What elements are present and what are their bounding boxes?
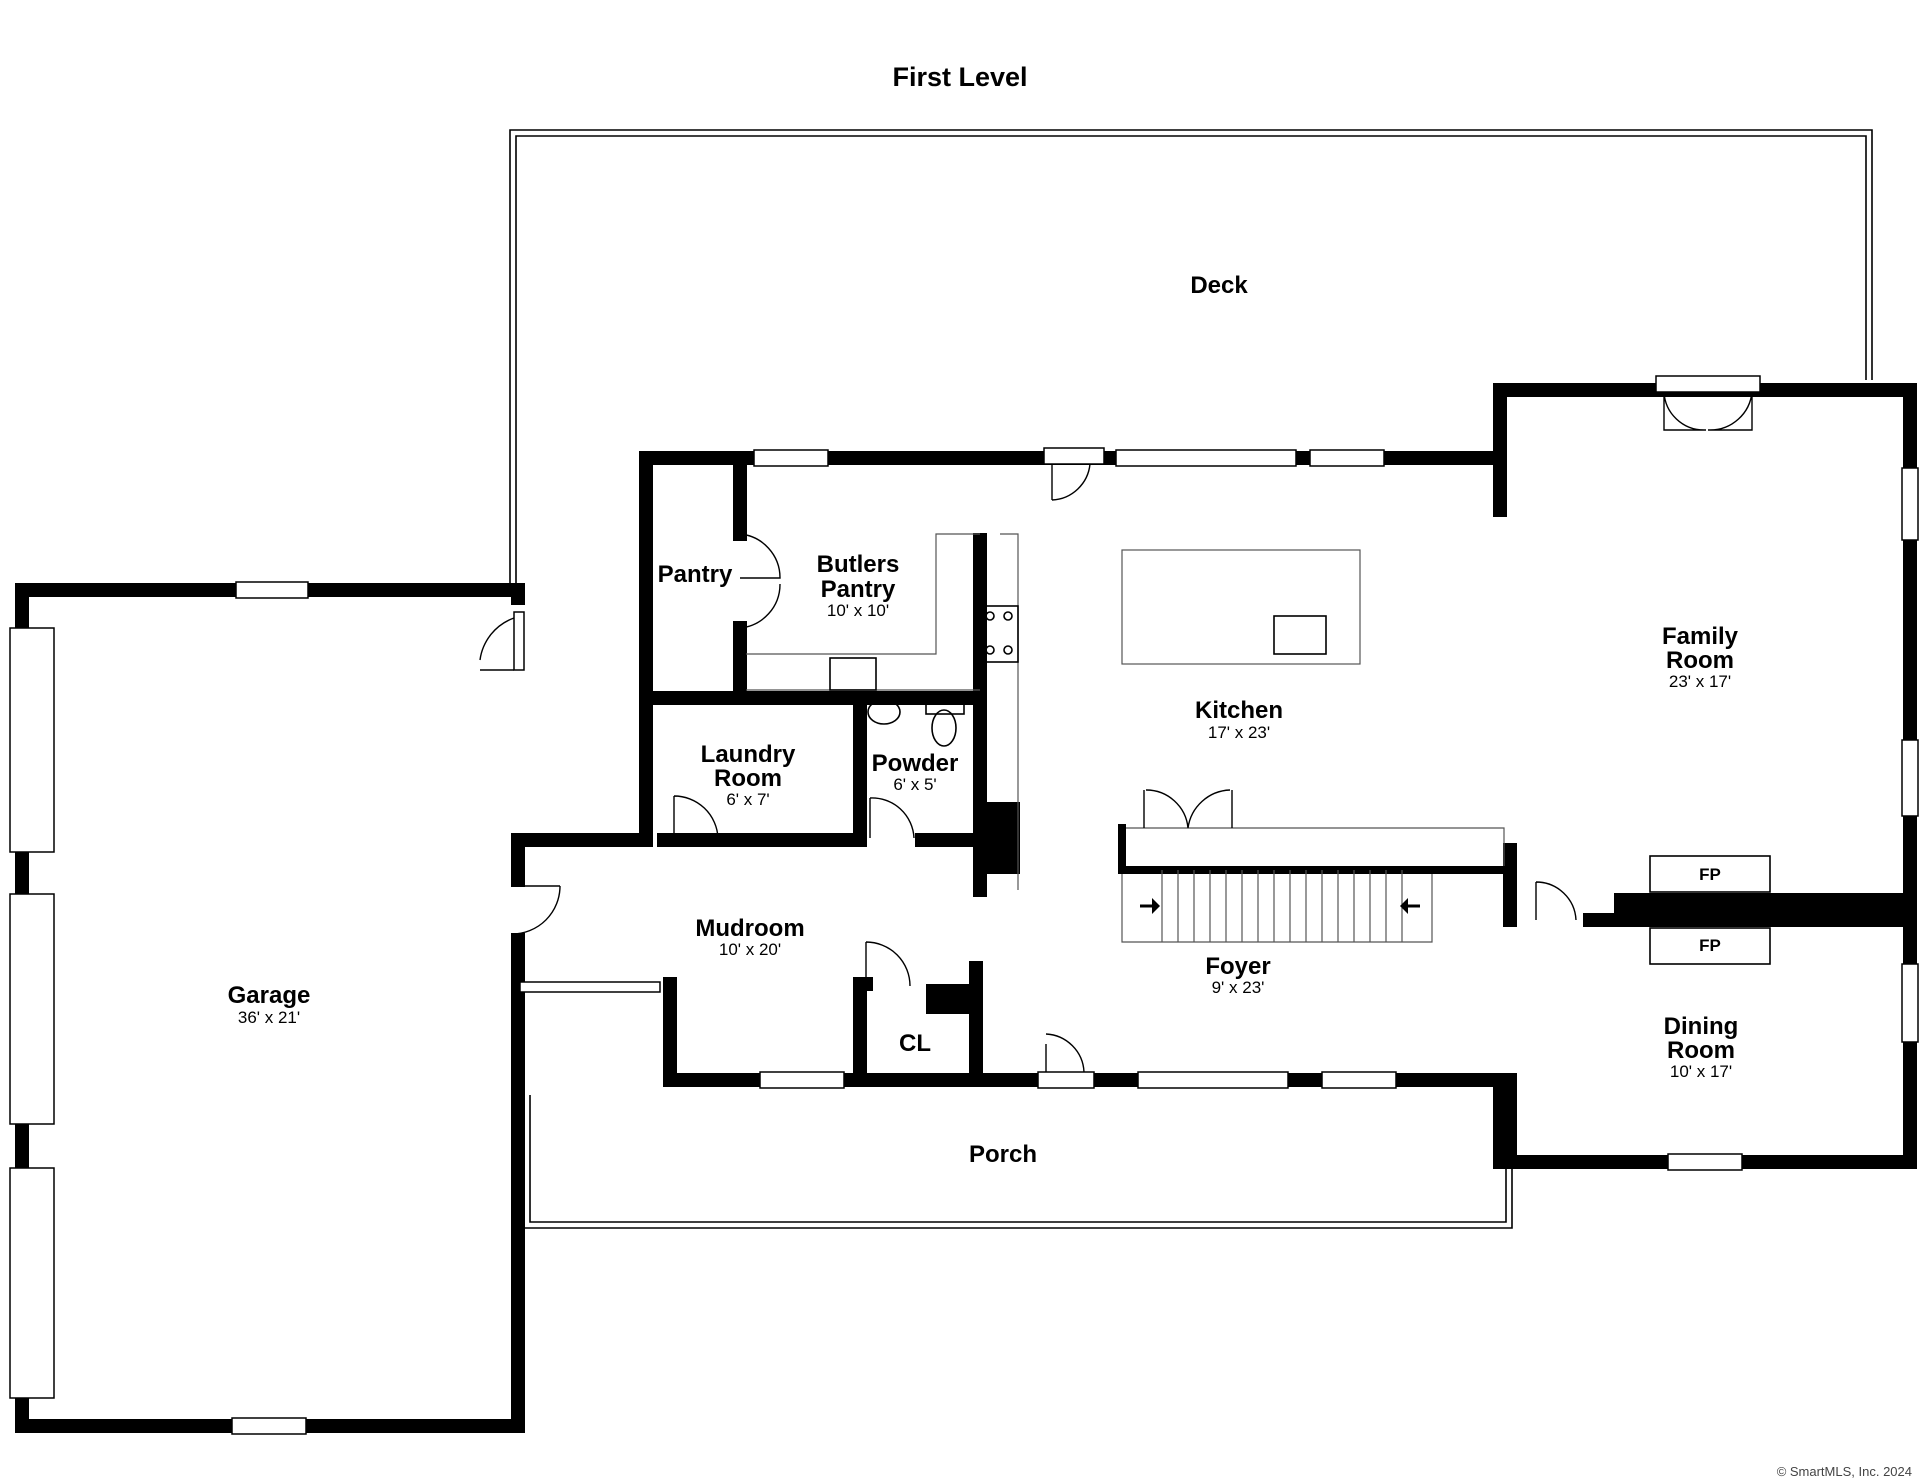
garage-door-3 [9, 1167, 55, 1399]
dining-window-side [1901, 963, 1919, 1043]
stair-arrowhead-right [1152, 898, 1160, 914]
garage-mudroom-door [511, 885, 561, 935]
garage-window-bottom [231, 1417, 307, 1435]
size-garage: 36' x 21' [238, 1008, 300, 1027]
laundry-walls [639, 691, 867, 847]
label-fireplace-upper: FP [1699, 865, 1721, 884]
powder-door [869, 797, 915, 839]
label-dining-room-2: Room [1667, 1037, 1735, 1064]
foyer-window-1 [1137, 1071, 1289, 1089]
label-garage: Garage [228, 982, 311, 1009]
size-mudroom: 10' x 20' [719, 940, 781, 959]
label-fireplace-lower: FP [1699, 936, 1721, 955]
size-foyer: 9' x 23' [1212, 978, 1265, 997]
size-dining-room: 10' x 17' [1670, 1062, 1732, 1081]
burner [985, 611, 995, 621]
kitchen-deck-door-swing [1051, 463, 1091, 501]
plan-title: First Level [892, 62, 1027, 92]
window-kitchen-1 [1115, 449, 1297, 467]
label-mudroom: Mudroom [695, 915, 804, 942]
front-door-swing [1045, 1033, 1085, 1073]
chimney-block [978, 802, 1020, 874]
label-porch: Porch [969, 1141, 1037, 1168]
range [979, 605, 1019, 663]
window-butlers [753, 449, 829, 467]
label-deck: Deck [1190, 272, 1248, 299]
garage-side-door-swing [479, 617, 515, 671]
fireplace-lower [1649, 927, 1771, 965]
laundry-door [673, 795, 719, 839]
burner [985, 645, 995, 655]
mudroom-west-window [519, 981, 661, 993]
label-foyer: Foyer [1205, 953, 1270, 980]
label-laundry-room-2: Room [714, 765, 782, 792]
dining-window-bottom [1667, 1153, 1743, 1171]
label-closet: CL [899, 1030, 931, 1057]
fireplace-upper [1649, 855, 1771, 893]
pantry-door [739, 533, 781, 629]
kitchen-island [1121, 549, 1361, 665]
staircase [1118, 824, 1508, 943]
kitchen-deck-door-frame [1043, 447, 1105, 465]
dining-door [1535, 881, 1577, 921]
kitchen-counter [1000, 533, 1019, 890]
powder-toilet [931, 709, 957, 747]
fireplace-wall [1614, 893, 1910, 927]
burner [1003, 645, 1013, 655]
window-kitchen-2 [1309, 449, 1385, 467]
size-powder: 6' x 5' [893, 775, 936, 794]
island-sink [1273, 615, 1327, 655]
burner [1003, 611, 1013, 621]
label-family-room-1: Family [1662, 623, 1739, 650]
garage-window-top [235, 581, 309, 599]
family-window-2 [1901, 739, 1919, 817]
closet-door [865, 941, 911, 987]
label-laundry-room-1: Laundry [701, 741, 796, 768]
label-butlers-pantry-2: Pantry [821, 576, 896, 603]
garage-door-1 [9, 627, 55, 853]
front-door-frame [1037, 1071, 1095, 1089]
stair-arrowhead-left [1400, 898, 1408, 914]
family-french-door-swing [1663, 391, 1753, 431]
label-pantry: Pantry [658, 561, 733, 588]
powder-sink [867, 699, 901, 725]
size-laundry-room: 6' x 7' [726, 790, 769, 809]
label-kitchen: Kitchen [1195, 697, 1283, 724]
family-window-1 [1901, 467, 1919, 541]
mudroom-window-south [759, 1071, 845, 1089]
copyright-text: © SmartMLS, Inc. 2024 [1777, 1464, 1912, 1479]
label-butlers-pantry-1: Butlers [817, 551, 900, 578]
family-french-door-frame [1655, 375, 1761, 393]
foyer-closet-doors [1143, 789, 1233, 829]
size-butlers-pantry: 10' x 10' [827, 601, 889, 620]
label-powder: Powder [872, 750, 959, 777]
toilet-tank [925, 701, 965, 715]
garage-door-2 [9, 893, 55, 1125]
label-family-room-2: Room [1666, 647, 1734, 674]
size-family-room: 23' x 17' [1669, 672, 1731, 691]
garage-side-door-frame [513, 611, 525, 671]
label-dining-room-1: Dining [1664, 1013, 1739, 1040]
deck-outline [509, 129, 1873, 592]
closet-block [926, 984, 976, 1014]
butlers-sink [829, 657, 877, 691]
size-kitchen: 17' x 23' [1208, 723, 1270, 742]
foyer-window-2 [1321, 1071, 1397, 1089]
